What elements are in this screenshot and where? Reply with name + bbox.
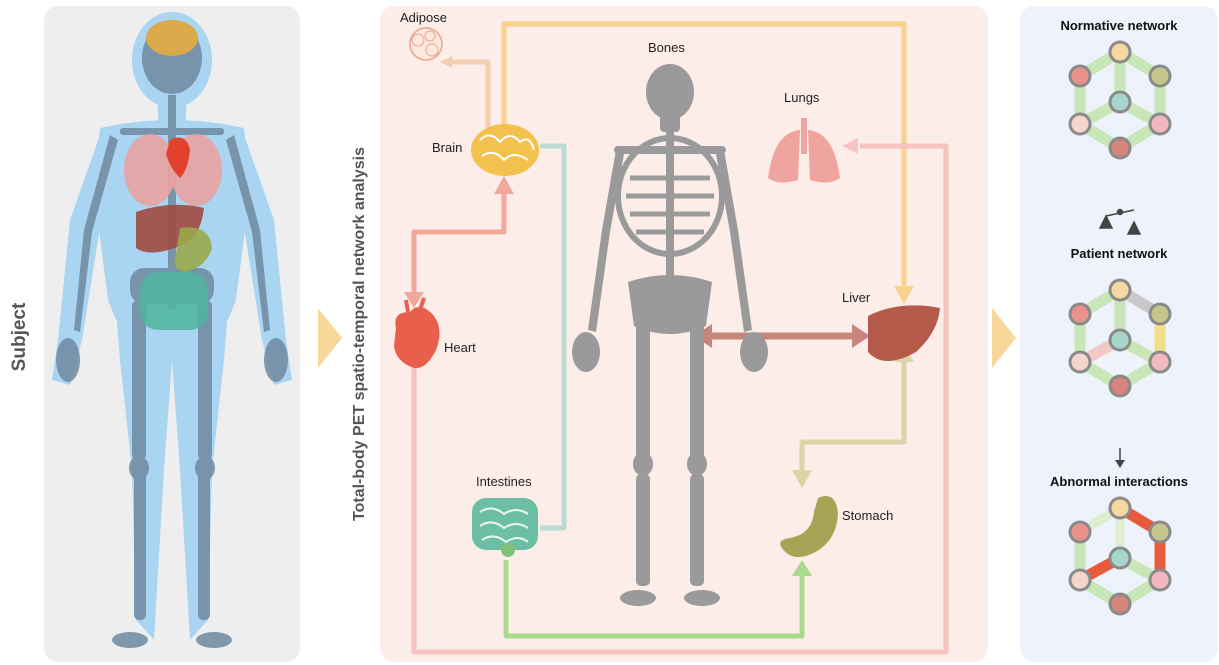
down-arrow-icon: [1115, 448, 1125, 468]
network-node: [1070, 114, 1090, 134]
label-brain: Brain: [432, 140, 462, 155]
liver-icon: [868, 305, 940, 361]
network-node: [1150, 352, 1170, 372]
balance-scale-icon: [1100, 210, 1140, 235]
flow-chevron-1: [318, 308, 342, 368]
label-stomach: Stomach: [842, 508, 893, 523]
network-node: [1110, 498, 1130, 518]
label-intestines: Intestines: [476, 474, 532, 489]
adipose-icon: [410, 28, 442, 60]
heart-icon: [394, 298, 440, 368]
patient-network-graph: [1070, 280, 1170, 396]
network-node: [1110, 92, 1130, 112]
network-node: [1150, 570, 1170, 590]
brain-icon: [471, 124, 539, 176]
network-node: [1150, 114, 1170, 134]
network-node: [1150, 522, 1170, 542]
network-node: [1070, 66, 1090, 86]
network-node: [1110, 548, 1130, 568]
abnormal-interactions-title: Abnormal interactions: [1020, 474, 1218, 489]
flow-chevron-2: [992, 308, 1016, 368]
body-left-lung: [124, 134, 176, 206]
network-node: [1070, 352, 1090, 372]
network-node: [1150, 304, 1170, 324]
network-node: [1110, 280, 1130, 300]
lungs-icon: [768, 118, 840, 183]
body-figure: [52, 12, 292, 648]
label-adipose: Adipose: [400, 10, 447, 25]
label-heart: Heart: [444, 340, 476, 355]
label-liver: Liver: [842, 290, 870, 305]
label-bones: Bones: [648, 40, 685, 55]
normative-network-graph: [1070, 42, 1170, 158]
network-node: [1110, 42, 1130, 62]
network-node: [1110, 330, 1130, 350]
patient-network-title: Patient network: [1020, 246, 1218, 261]
normative-network-title: Normative network: [1020, 18, 1218, 33]
network-node: [1150, 66, 1170, 86]
network-node: [1070, 522, 1090, 542]
network-node: [1110, 138, 1130, 158]
abnormal-network-graph: [1070, 498, 1170, 614]
body-brain: [146, 20, 198, 56]
network-node: [1070, 570, 1090, 590]
stomach-icon: [780, 496, 838, 557]
intestines-icon: [472, 498, 538, 557]
network-node: [1110, 594, 1130, 614]
network-node: [1070, 304, 1090, 324]
body-intestines: [140, 272, 208, 330]
network-node: [1110, 376, 1130, 396]
label-lungs: Lungs: [784, 90, 819, 105]
